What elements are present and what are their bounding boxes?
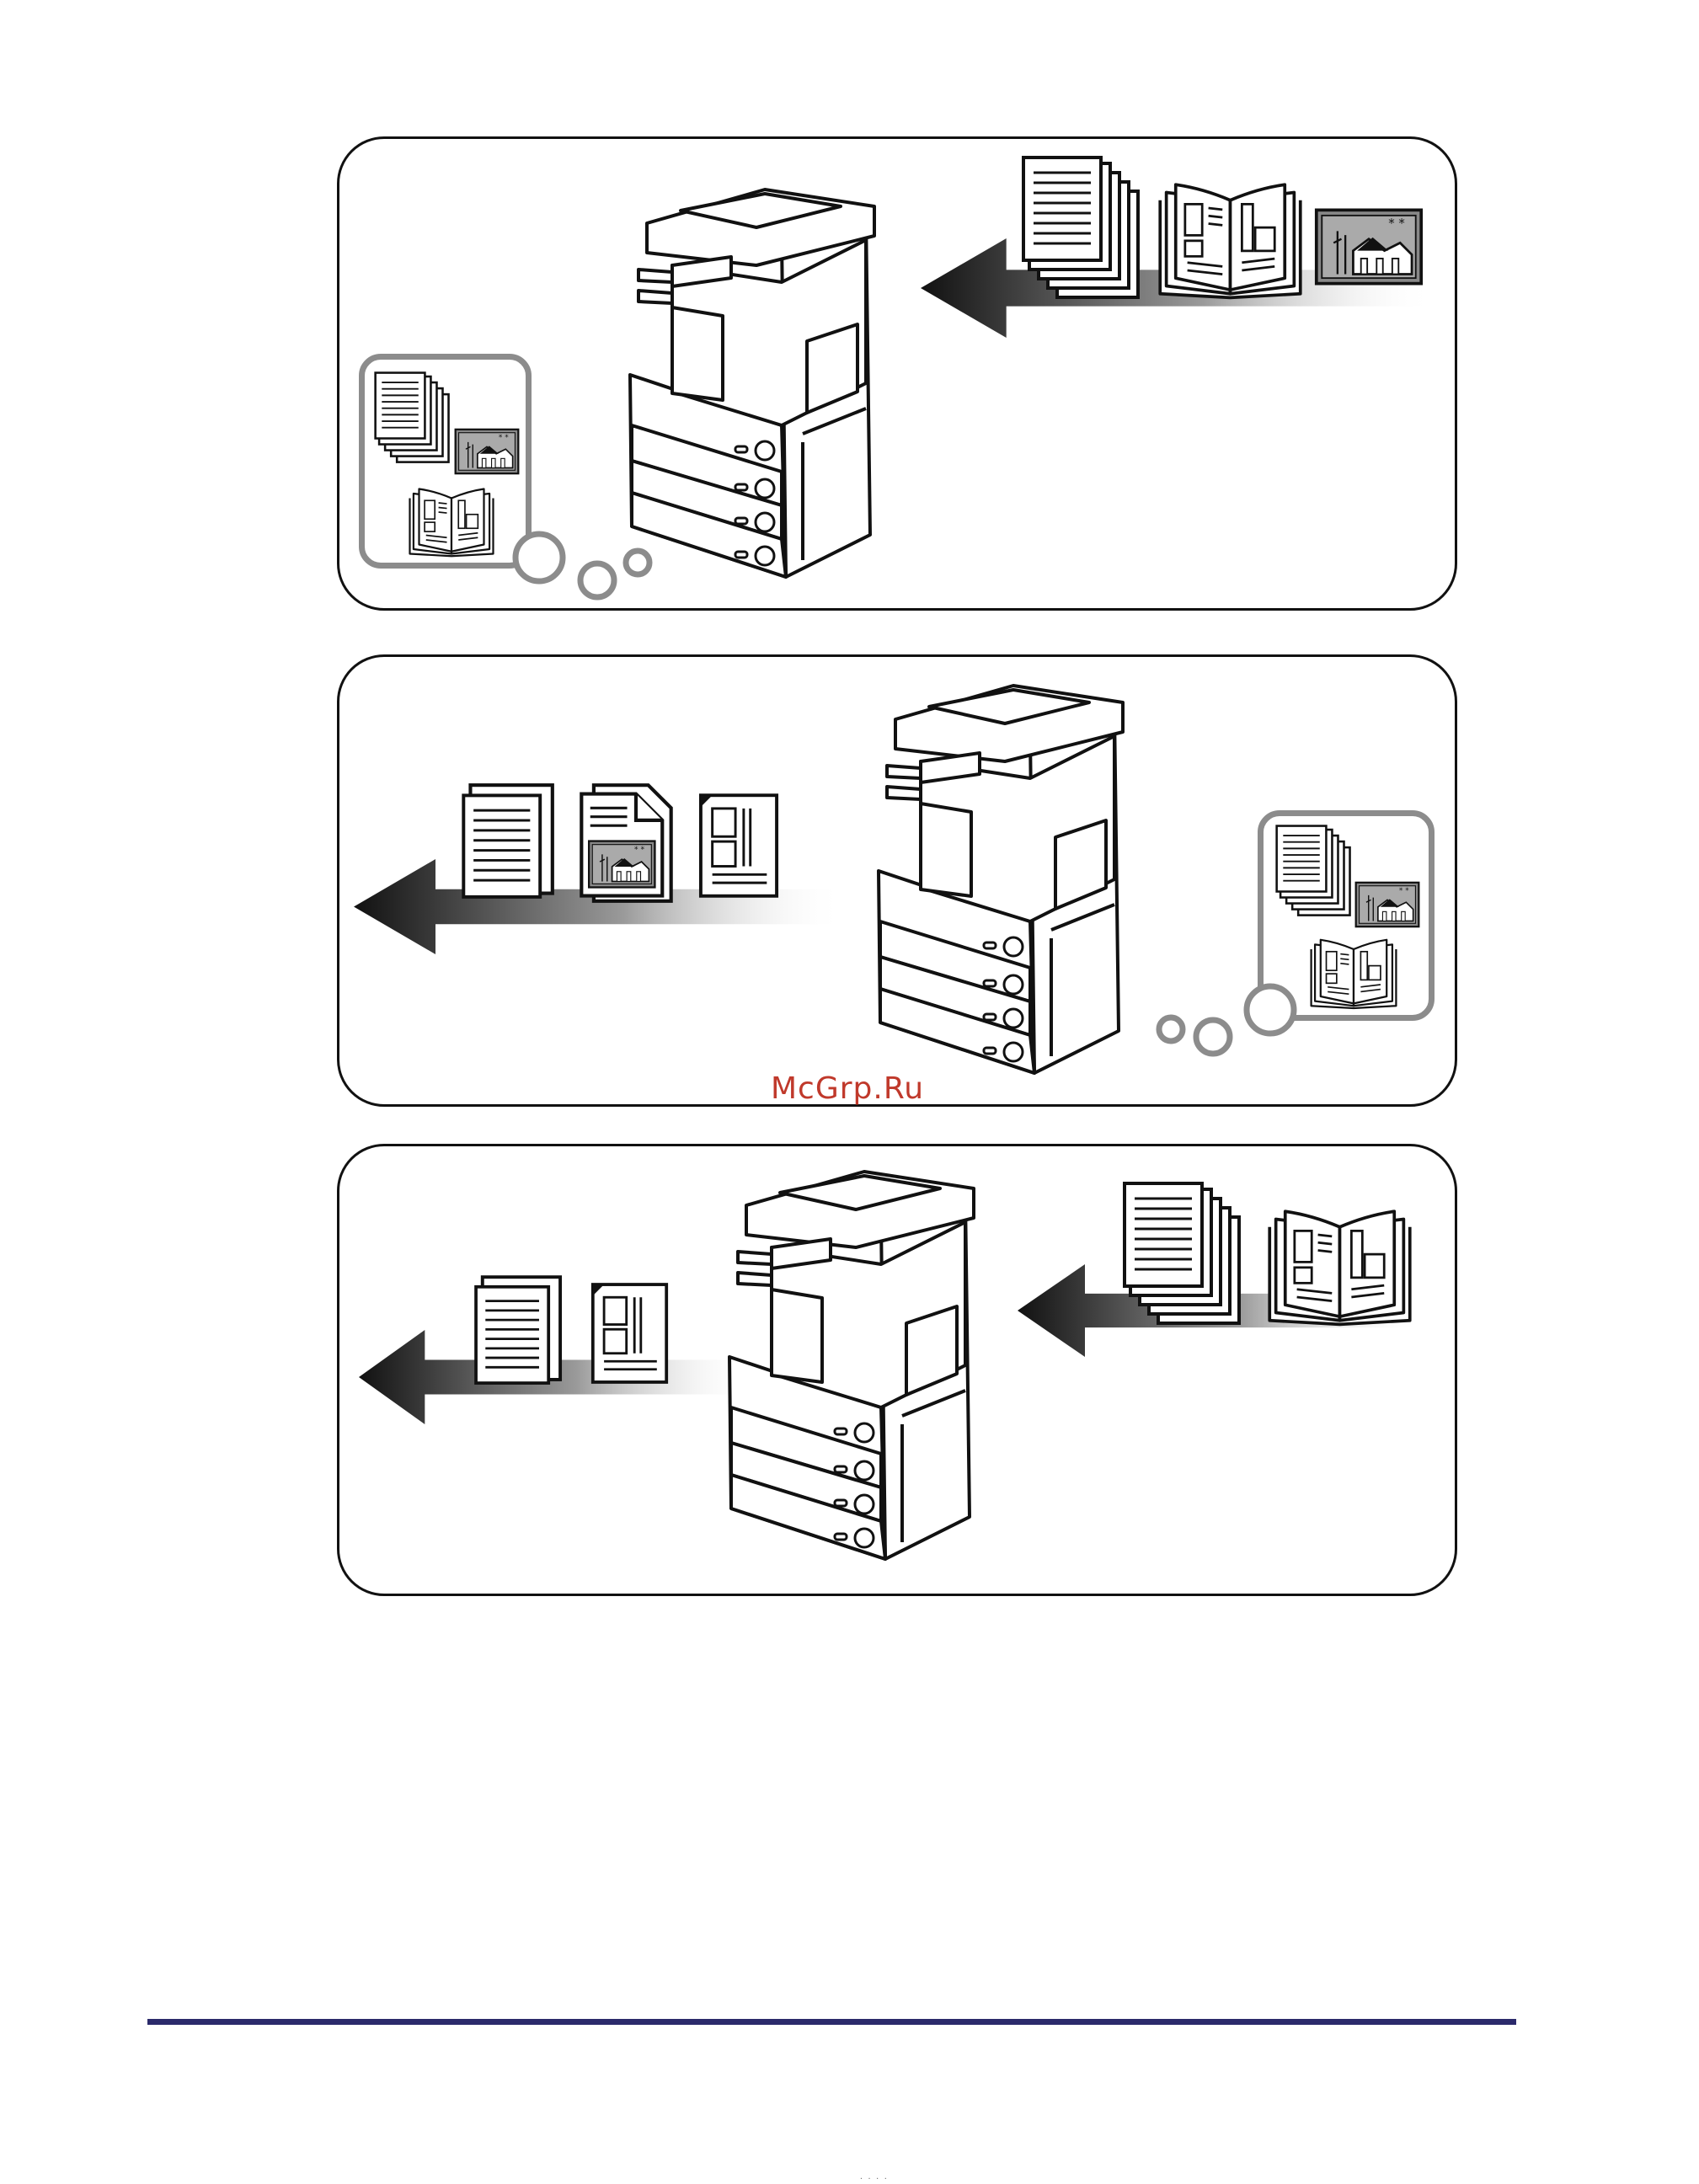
photo-icon — [454, 427, 520, 476]
open-book-icon — [1262, 1204, 1418, 1328]
footer-rule — [147, 2019, 1516, 2025]
panel-print-output — [337, 654, 1457, 1107]
watermark-text: McGrp.Ru — [771, 1071, 924, 1106]
document-stack-icon — [1274, 824, 1355, 921]
panel-scan-input — [337, 136, 1457, 611]
printer-icon — [613, 173, 900, 585]
document-stack-icon — [1121, 1180, 1248, 1332]
open-book-icon — [1152, 177, 1308, 302]
layout-page-icon — [697, 792, 780, 900]
layout-page-icon — [590, 1281, 670, 1386]
document-stack-icon — [1020, 154, 1146, 306]
thought-bubble-dots-icon — [508, 526, 660, 611]
page-marks: · · · · — [859, 2175, 888, 2182]
document-stack-icon — [459, 782, 557, 904]
photo-document-icon — [578, 782, 675, 905]
printer-icon — [862, 669, 1148, 1081]
panel-copy — [337, 1144, 1457, 1596]
photo-icon — [1314, 206, 1424, 287]
document-stack-icon — [473, 1273, 564, 1391]
open-book-icon — [1306, 935, 1401, 1011]
photo-icon — [1354, 880, 1420, 929]
open-book-icon — [405, 484, 498, 558]
document-stack-icon — [373, 371, 454, 467]
printer-icon — [713, 1155, 999, 1567]
thought-bubble-dots-icon — [1148, 981, 1300, 1074]
